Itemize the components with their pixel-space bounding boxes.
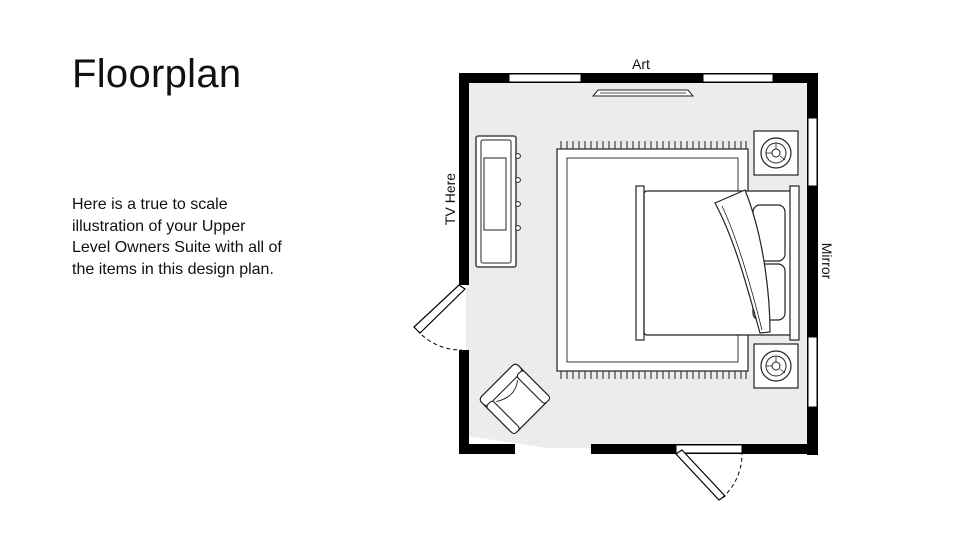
slide-title: Floorplan: [72, 52, 242, 96]
label-tv-here: TV Here: [442, 173, 458, 225]
label-art: Art: [632, 56, 650, 72]
bottom-door: [675, 449, 743, 501]
window-top-left: [508, 73, 582, 83]
nightstand-lower: [753, 343, 799, 389]
window-right-lower: [807, 336, 818, 408]
window-top-right: [702, 73, 774, 83]
left-door: [413, 284, 466, 351]
top-wall: [459, 73, 818, 83]
slide-description: Here is a true to scale illustration of …: [72, 196, 282, 278]
bed: [635, 185, 800, 341]
left-wall-lower: [459, 350, 469, 454]
nightstand-upper: [753, 130, 799, 176]
art-piece: [591, 89, 695, 97]
left-wall-upper: [459, 73, 469, 285]
media-console: [475, 135, 521, 268]
right-wall: [807, 73, 818, 455]
window-right-upper: [807, 117, 818, 187]
label-mirror: Mirror: [819, 243, 835, 280]
bottom-wall-left: [459, 444, 515, 454]
window-bottom: [675, 444, 743, 454]
accent-chair: [479, 363, 551, 435]
